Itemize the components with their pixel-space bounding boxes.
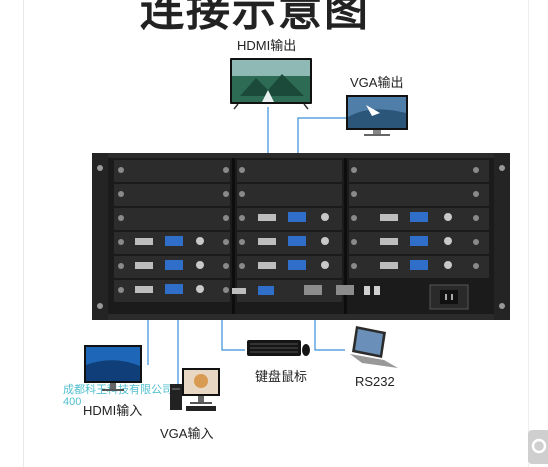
tv-icon [230, 58, 312, 110]
left-divider [23, 0, 24, 467]
desktop-pc-icon [170, 368, 220, 411]
label-hdmi-output: HDMI输出 [237, 38, 297, 53]
diagram-title: 连接示意图 [140, 0, 370, 36]
monitor-icon [346, 95, 408, 136]
zoom-button[interactable] [528, 430, 548, 464]
matrix-chassis [92, 153, 510, 320]
label-hdmi-input: HDMI输入 [83, 403, 143, 418]
zoom-icon [531, 438, 547, 454]
label-keyboard-mouse: 键盘鼠标 [255, 369, 308, 384]
keyboard-icon [247, 340, 310, 356]
right-divider [528, 0, 529, 467]
label-vga-output: VGA输出 [350, 75, 404, 90]
monitor-icon [84, 345, 142, 391]
power-socket-icon [429, 284, 469, 310]
label-vga-input: VGA输入 [160, 426, 214, 441]
laptop-icon [350, 326, 398, 368]
label-rs232: RS232 [355, 374, 395, 389]
